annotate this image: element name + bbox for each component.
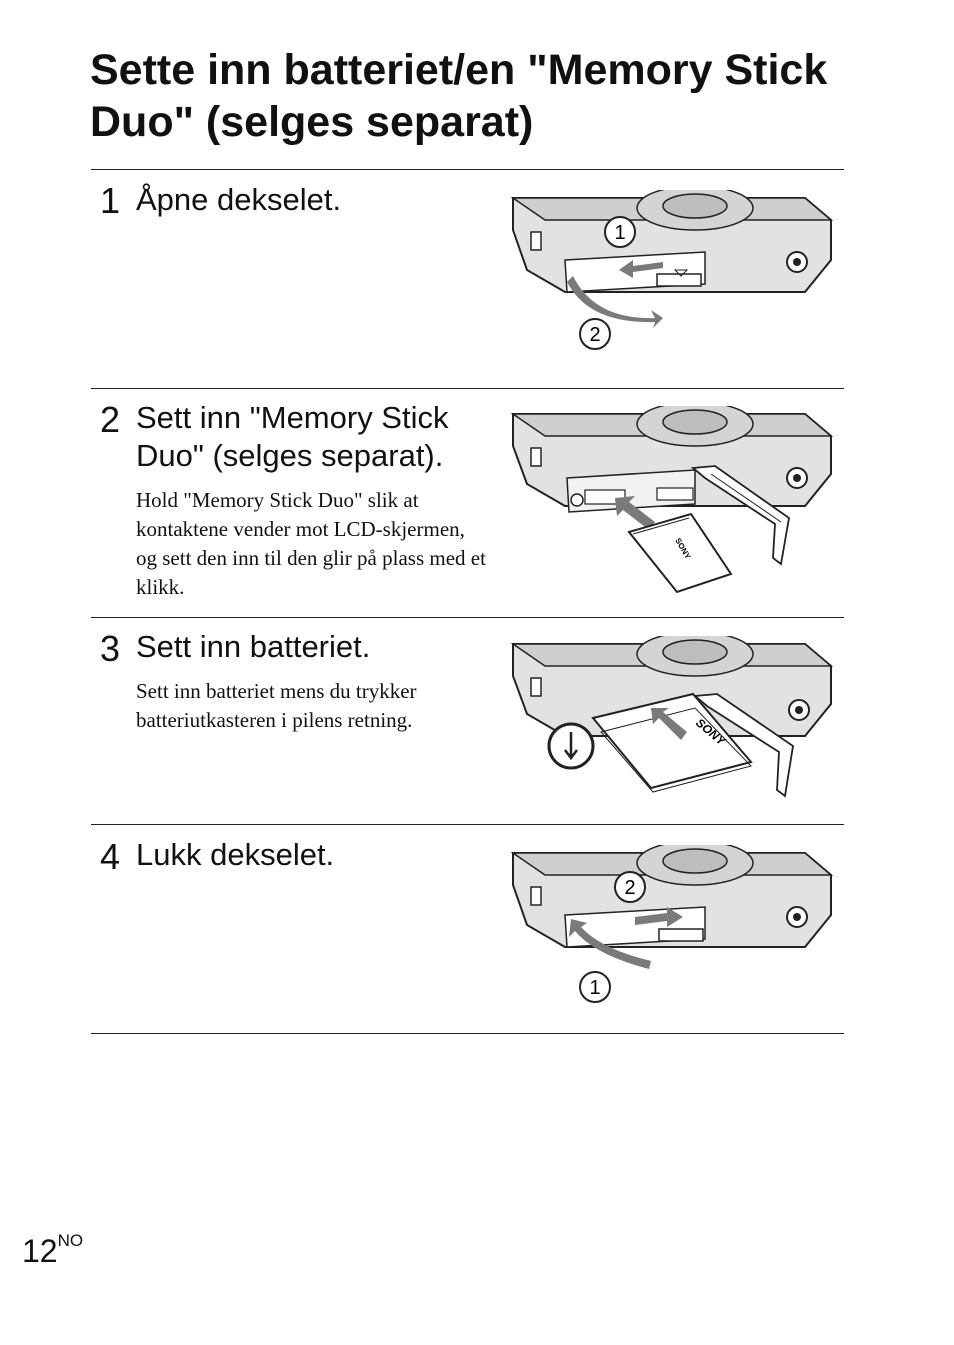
step-number: 2: [100, 399, 121, 440]
step-number: 3: [100, 628, 121, 669]
step-number: 4: [100, 836, 121, 877]
page-lang: NO: [57, 1231, 84, 1251]
divider: [91, 1033, 844, 1034]
close-cover-illustration: 2 1: [510, 845, 834, 1003]
step-heading: Åpne dekselet.: [136, 182, 342, 217]
divider: [91, 824, 844, 825]
step-body: Hold "Memory Stick Duo" slik at kontakte…: [136, 488, 486, 599]
page-number: 12NO: [22, 1231, 84, 1270]
step-heading: Lukk dekselet.: [136, 837, 335, 872]
step-heading: Sett inn "Memory Stick Duo" (selges sepa…: [136, 400, 449, 473]
insert-memory-stick-illustration: SONY: [510, 406, 834, 594]
divider: [91, 388, 844, 389]
callout-1: 1: [614, 222, 625, 244]
callout-1: 1: [589, 977, 600, 999]
open-cover-illustration: 1 2: [510, 190, 834, 350]
page-title: Sette inn batteriet/en "Memory Stick Duo…: [90, 46, 828, 146]
callout-2: 2: [589, 324, 600, 346]
callout-2: 2: [624, 877, 635, 899]
insert-battery-illustration: SONY: [510, 636, 834, 798]
page-number-value: 12: [22, 1233, 58, 1269]
divider: [91, 617, 844, 618]
step-heading: Sett inn batteriet.: [136, 629, 371, 664]
step-number: 1: [100, 180, 121, 221]
step-body: Sett inn batteriet mens du trykker batte…: [136, 679, 417, 732]
divider: [91, 169, 844, 170]
